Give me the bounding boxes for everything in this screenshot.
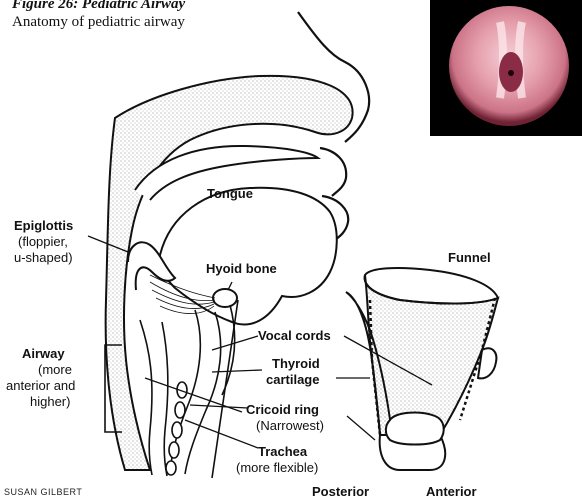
label-airway-note-2: anterior and	[6, 378, 75, 393]
label-vocal-cords: Vocal cords	[258, 328, 331, 343]
label-thyroid-2: cartilage	[266, 372, 319, 387]
label-epiglottis: Epiglottis	[14, 218, 73, 233]
figure-title: Figure 26: Pediatric Airway	[12, 0, 185, 13]
label-hyoid-bone: Hyoid bone	[206, 261, 277, 276]
label-tongue: Tongue	[207, 186, 253, 201]
label-anterior: Anterior	[426, 484, 477, 499]
tongue-shape	[160, 188, 337, 325]
label-airway-note-3: higher)	[30, 394, 70, 409]
label-trachea-note: (more flexible)	[236, 460, 318, 475]
label-epiglottis-note-2: u-shaped)	[14, 250, 73, 265]
label-cricoid-note: (Narrowest)	[256, 418, 324, 433]
endoscopy-photo	[430, 0, 582, 136]
figure-subtitle: Anatomy of pediatric airway	[12, 14, 185, 31]
label-airway: Airway	[22, 346, 65, 361]
label-posterior: Posterior	[312, 484, 369, 499]
label-thyroid-1: Thyroid	[272, 356, 320, 371]
label-epiglottis-note-1: (floppier,	[18, 234, 68, 249]
artist-credit: SUSAN GILBERT	[4, 487, 82, 497]
endoscopic-larynx-icon	[430, 0, 582, 136]
label-funnel: Funnel	[448, 250, 491, 265]
airway-tube	[140, 300, 238, 478]
label-trachea: Trachea	[258, 444, 307, 459]
label-airway-note-1: (more	[38, 362, 72, 377]
trachea-rings-side	[166, 382, 187, 475]
funnel-larynx	[346, 268, 498, 470]
hyoid-bone-shape	[213, 289, 237, 307]
label-cricoid-ring: Cricoid ring	[246, 402, 319, 417]
